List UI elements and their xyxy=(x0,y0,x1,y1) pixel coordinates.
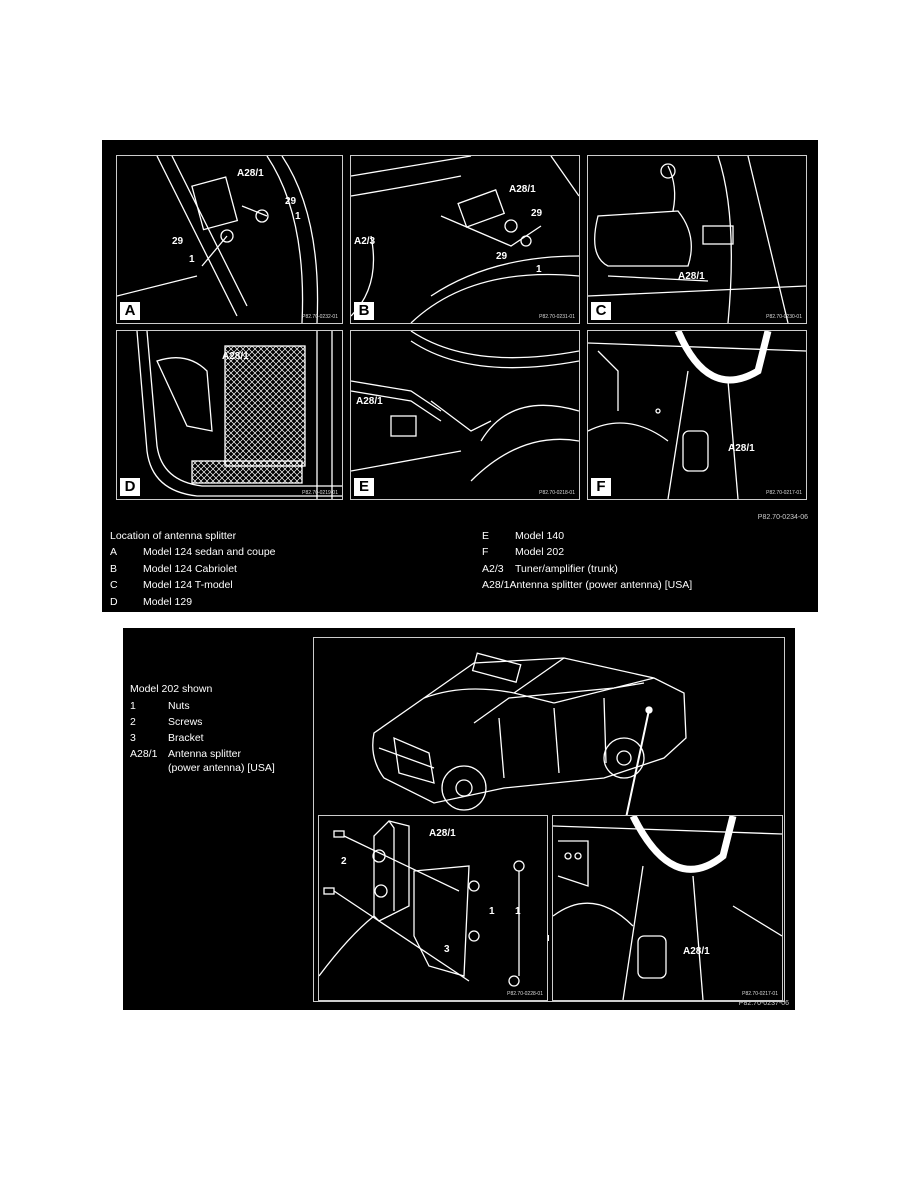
panel-d: A28/1 D P82.70-0219-01 xyxy=(116,330,343,500)
legend-title: Model 202 shown xyxy=(130,683,213,695)
callout-1: 1 xyxy=(189,254,195,265)
panel-label: C xyxy=(591,302,611,320)
panel-b: A28/1 29 A2/3 29 1 B P82.70-0231-01 xyxy=(350,155,580,324)
callout-1: 1 xyxy=(489,906,495,917)
callout-a28-1: A28/1 xyxy=(678,271,705,282)
diagram-a-illustration xyxy=(117,156,319,323)
callout-a28-1: A28/1 xyxy=(509,184,536,195)
panel-label: A xyxy=(120,302,140,320)
mounting-location-view xyxy=(553,816,782,1000)
panel-id: P82.70-0231-01 xyxy=(539,314,575,320)
figure-id: P82.70-0234-06 xyxy=(757,514,808,521)
panel-c: A28/1 C P82.70-0230-01 xyxy=(587,155,807,324)
panel-id: P82.70-0217-01 xyxy=(766,490,802,496)
panel-id: P82.70-0218-01 xyxy=(539,490,575,496)
panel-id: P82.70-0217-01 xyxy=(742,991,778,997)
panel-id: P82.70-0230-01 xyxy=(766,314,802,320)
callout-a28-1: A28/1 xyxy=(429,828,456,839)
panel-label: B xyxy=(354,302,374,320)
sub-panel-bracket-assembly: A28/1 2 1 1 3 P82.70-0228-01 xyxy=(318,815,548,1001)
panel-label: D xyxy=(120,478,140,496)
legend-item: A28/1Antenna splitter (power antenna) [U… xyxy=(482,579,693,591)
callout-29: 29 xyxy=(496,251,508,262)
callout-1: 1 xyxy=(536,264,542,275)
callout-2: 2 xyxy=(341,856,347,867)
callout-a28-1: A28/1 xyxy=(356,396,383,407)
callout-3: 3 xyxy=(444,944,450,955)
legend-title: Location of antenna splitter xyxy=(110,530,237,542)
bracket-exploded-view xyxy=(319,820,525,987)
diagram-c-illustration xyxy=(588,156,806,323)
panel-label: F xyxy=(591,478,611,496)
callout-1: 1 xyxy=(515,906,521,917)
panel-a: A28/1 29 1 29 1 A P82.70-0232-01 xyxy=(116,155,343,324)
callout-a2-3: A2/3 xyxy=(354,236,376,247)
callout-a28-1: A28/1 xyxy=(237,168,264,179)
panel-id: P82.70-0219-01 xyxy=(302,490,338,496)
panel-f: A28/1 F P82.70-0217-01 xyxy=(587,330,807,500)
callout-29: 29 xyxy=(172,236,184,247)
callout-29: 29 xyxy=(285,196,297,207)
diagram-d-illustration xyxy=(136,331,342,499)
callout-29: 29 xyxy=(531,208,543,219)
panel-id: P82.70-0228-01 xyxy=(507,991,543,997)
callout-a28-1: A28/1 xyxy=(683,946,710,957)
sub-panel-mounting-location: A28/1 P82.70-0217-01 xyxy=(552,815,783,1001)
callout-a28-1: A28/1 xyxy=(222,351,249,362)
callout-a28-1: A28/1 xyxy=(728,443,755,454)
panel-e: A28/1 E P82.70-0218-01 xyxy=(350,330,580,500)
diagram-b-illustration xyxy=(351,156,579,323)
car-illustration xyxy=(372,652,687,941)
panel-label: E xyxy=(354,478,374,496)
figure-antenna-splitter-locations: A28/1 29 1 29 1 A P82.70-0232-01 A28/1 2… xyxy=(102,140,818,612)
diagram-e-illustration xyxy=(351,331,579,482)
panel-id: P82.70-0232-01 xyxy=(302,314,338,320)
figure-id: P82.70-0237-06 xyxy=(738,1000,789,1007)
diagram-f-illustration xyxy=(588,331,806,499)
callout-1: 1 xyxy=(295,211,301,222)
legend-item-continued: (power antenna) [USA] xyxy=(168,762,275,774)
